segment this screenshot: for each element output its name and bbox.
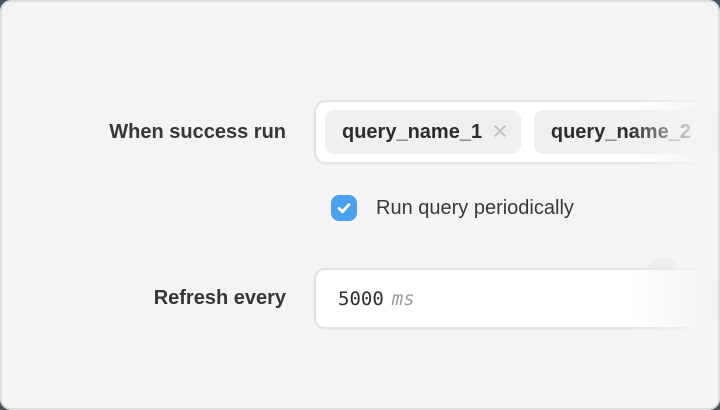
query-chip-1[interactable]: query_name_1 ×: [325, 110, 521, 154]
remove-chip-icon[interactable]: ×: [492, 116, 508, 146]
periodic-checkbox[interactable]: [331, 195, 357, 221]
success-queries-multiselect[interactable]: query_name_1 × query_name_2 ×: [314, 100, 716, 164]
remove-chip-icon[interactable]: ×: [700, 116, 716, 146]
right-fade-overlay: [630, 4, 716, 406]
checkmark-icon: [335, 199, 353, 217]
query-chip-1-label: query_name_1: [342, 120, 483, 143]
refresh-interval-unit: ms: [391, 287, 415, 310]
periodic-checkbox-label[interactable]: Run query periodically: [376, 197, 574, 219]
refresh-interval-input[interactable]: 5000 ms: [314, 268, 716, 329]
success-run-label: When success run: [109, 121, 286, 143]
query-chip-2-label: query_name_2: [550, 120, 691, 143]
refresh-every-label: Refresh every: [153, 287, 286, 309]
query-chip-2[interactable]: query_name_2 ×: [533, 110, 716, 154]
refresh-interval-value: 5000: [338, 287, 384, 310]
